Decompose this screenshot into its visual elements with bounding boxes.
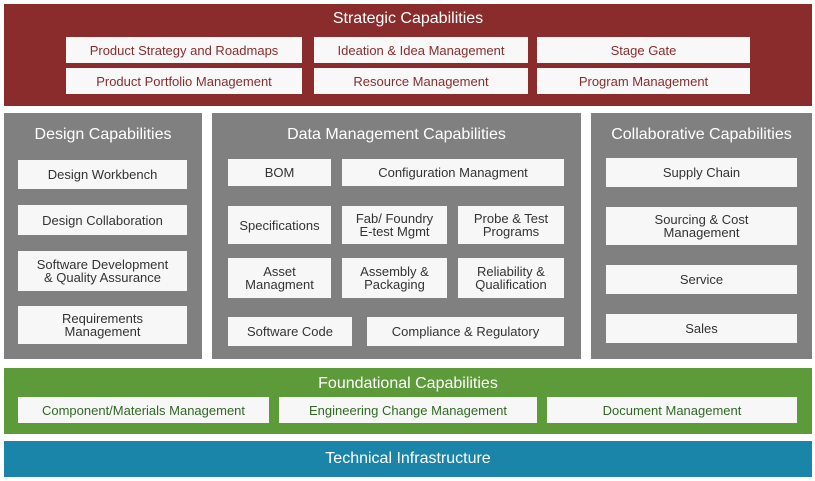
design-capabilities-panel: Design Capabilities Design Workbench Des… bbox=[4, 113, 202, 359]
software-code-box: Software Code bbox=[228, 317, 352, 346]
supply-chain-box: Supply Chain bbox=[606, 158, 797, 187]
portfolio-management-box: Product Portfolio Management bbox=[66, 68, 302, 94]
design-collaboration-box: Design Collaboration bbox=[18, 205, 187, 235]
fab-foundry-box: Fab/ Foundry E-test Mgmt bbox=[342, 206, 447, 244]
requirements-management-box: Requirements Management bbox=[18, 306, 187, 344]
service-box: Service bbox=[606, 265, 797, 294]
document-management-box: Document Management bbox=[547, 397, 797, 423]
technical-infrastructure-band: Technical Infrastructure bbox=[4, 441, 812, 477]
data-management-title: Data Management Capabilities bbox=[287, 126, 506, 143]
strategic-capabilities-band: Strategic Capabilities Product Strategy … bbox=[4, 4, 812, 106]
component-materials-box: Component/Materials Management bbox=[18, 397, 269, 423]
configuration-management-box: Configuration Managment bbox=[342, 159, 564, 186]
asset-management-box: Asset Managment bbox=[228, 258, 331, 298]
strategic-title: Strategic Capabilities bbox=[332, 10, 484, 27]
resource-management-box: Resource Management bbox=[314, 68, 528, 94]
collaborative-capabilities-panel: Collaborative Capabilities Supply Chain … bbox=[591, 113, 812, 359]
probe-test-box: Probe & Test Programs bbox=[458, 206, 564, 244]
bom-box: BOM bbox=[228, 159, 331, 186]
sales-box: Sales bbox=[606, 314, 797, 343]
program-management-box: Program Management bbox=[537, 68, 750, 94]
specifications-box: Specifications bbox=[228, 206, 331, 244]
foundational-capabilities-band: Foundational Capabilities Component/Mate… bbox=[4, 368, 812, 434]
foundational-title: Foundational Capabilities bbox=[318, 375, 498, 392]
technical-infrastructure-title: Technical Infrastructure bbox=[325, 450, 491, 467]
collaborative-title: Collaborative Capabilities bbox=[611, 126, 792, 143]
data-management-capabilities-panel: Data Management Capabilities BOM Configu… bbox=[212, 113, 581, 359]
reliability-qualification-box: Reliability & Qualification bbox=[458, 258, 564, 298]
design-title: Design Capabilities bbox=[34, 126, 172, 143]
compliance-regulatory-box: Compliance & Regulatory bbox=[367, 317, 564, 346]
design-workbench-box: Design Workbench bbox=[18, 160, 187, 189]
sourcing-cost-box: Sourcing & Cost Management bbox=[606, 207, 797, 245]
assembly-packaging-box: Assembly & Packaging bbox=[342, 258, 447, 298]
ideation-box: Ideation & Idea Management bbox=[314, 37, 528, 63]
software-dev-qa-box: Software Development & Quality Assurance bbox=[18, 251, 187, 291]
strategy-roadmaps-box: Product Strategy and Roadmaps bbox=[66, 37, 302, 63]
engineering-change-box: Engineering Change Management bbox=[279, 397, 537, 423]
stage-gate-box: Stage Gate bbox=[537, 37, 750, 63]
